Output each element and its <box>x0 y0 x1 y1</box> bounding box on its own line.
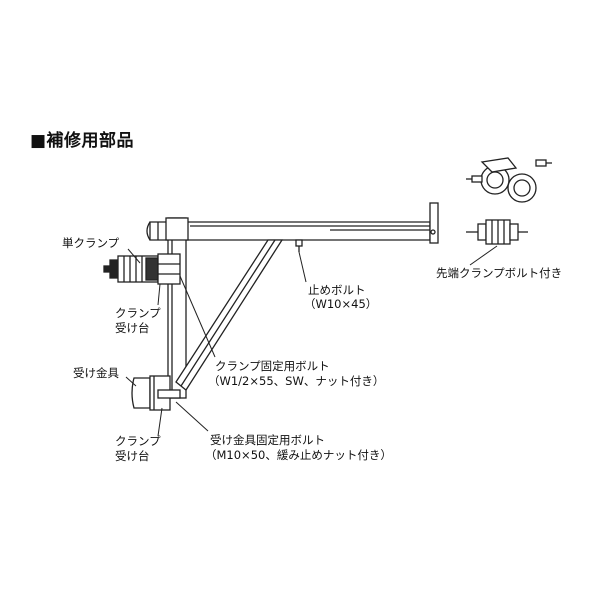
label-tip-clamp-bolt: 先端クランプボルト付き <box>436 266 563 280</box>
tip-clamp-side-view <box>466 219 528 245</box>
receiver-fitting <box>131 375 181 411</box>
section-title: ■補修用部品 <box>30 131 135 151</box>
end-plate <box>429 202 439 244</box>
horizontal-arm <box>146 221 431 241</box>
tip-clamp-top-view <box>466 157 552 203</box>
label-receiver-fixing-bolt-spec: （M10×50、緩み止めナット付き） <box>205 448 392 462</box>
label-stop-bolt-spec: （W10×45） <box>304 297 378 311</box>
diagonal-brace <box>175 239 284 391</box>
label-receiver-fixing-bolt: 受け金具固定用ボルト <box>210 433 325 447</box>
label-stop-bolt: 止めボルト <box>308 283 366 297</box>
label-clamp-fixing-bolt-spec: （W1/2×55、SW、ナット付き） <box>208 374 385 388</box>
leader-lines <box>125 245 498 437</box>
label-single-clamp: 単クランプ <box>62 236 120 250</box>
label-clamp-fixing-bolt: クランプ固定用ボルト <box>215 359 330 373</box>
single-clamp <box>103 253 181 285</box>
stop-bolt <box>295 239 303 252</box>
label-clamp-base-left-2: 受け台 <box>115 321 150 335</box>
label-receiver-fitting: 受け金具 <box>73 366 119 380</box>
label-clamp-base-bottom-1: クランプ <box>115 434 161 448</box>
label-clamp-base-bottom-2: 受け台 <box>115 449 150 463</box>
label-clamp-base-left-1: クランプ <box>115 306 161 320</box>
